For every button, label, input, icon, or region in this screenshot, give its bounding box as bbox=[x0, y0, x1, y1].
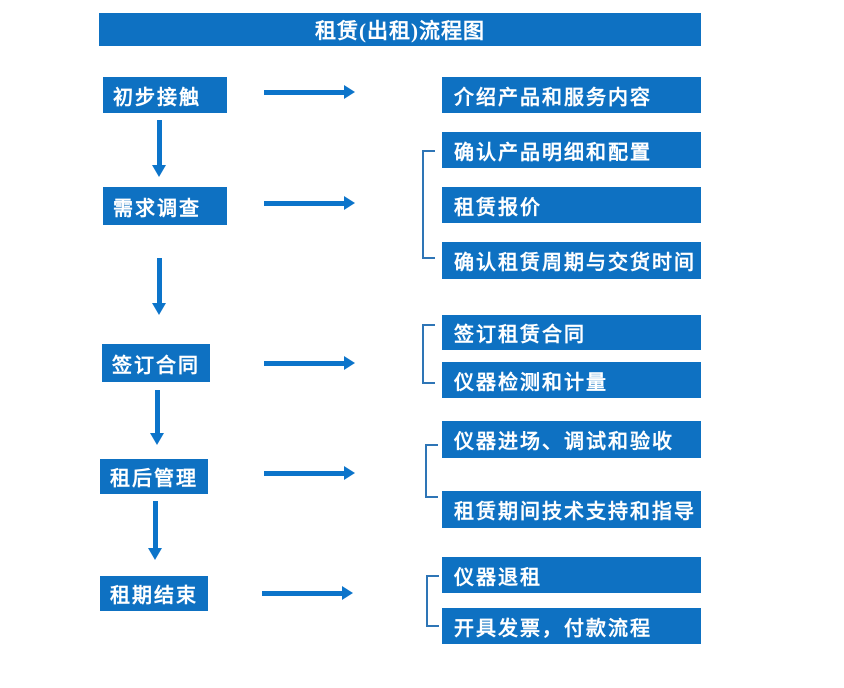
detail-box-confirm-rental-period: 确认租赁周期与交货时间 bbox=[442, 242, 701, 279]
arrow-head-icon bbox=[344, 466, 355, 480]
arrow-stem bbox=[264, 470, 344, 476]
bracket-sign-contract-group bbox=[422, 324, 435, 384]
arrow-head-icon bbox=[344, 356, 355, 370]
detail-box-instrument-setup-acceptance: 仪器进场、调试和验收 bbox=[442, 421, 701, 458]
arrow-stem bbox=[154, 390, 160, 433]
arrow-down-3 bbox=[150, 390, 164, 445]
detail-box-instrument-return: 仪器退租 bbox=[442, 557, 701, 593]
bracket-post-rental-group bbox=[425, 444, 438, 498]
detail-box-sign-rental-contract: 签订租赁合同 bbox=[442, 315, 701, 350]
arrow-stem bbox=[156, 120, 162, 165]
stage-box-post-rental-management: 租后管理 bbox=[100, 459, 208, 494]
detail-box-confirm-product-details: 确认产品明细和配置 bbox=[442, 132, 701, 168]
stage-box-rental-end: 租期结束 bbox=[100, 576, 208, 611]
arrow-head-icon bbox=[344, 85, 355, 99]
detail-box-rental-quote: 租赁报价 bbox=[442, 187, 701, 223]
arrow-stem bbox=[156, 258, 162, 303]
arrow-right-post-rental bbox=[264, 466, 355, 480]
arrow-right-sign-contract bbox=[264, 356, 355, 370]
arrow-stem bbox=[264, 360, 344, 366]
arrow-down-2 bbox=[152, 258, 166, 315]
detail-box-instrument-inspection: 仪器检测和计量 bbox=[442, 362, 701, 398]
bracket-demand-survey-group bbox=[422, 150, 435, 259]
arrow-head-icon bbox=[152, 303, 166, 315]
arrow-head-icon bbox=[342, 586, 353, 600]
arrow-right-rental-end bbox=[262, 586, 353, 600]
arrow-right-demand-survey bbox=[264, 196, 355, 210]
arrow-head-icon bbox=[152, 165, 166, 177]
arrow-stem bbox=[264, 89, 344, 95]
arrow-right-initial-contact bbox=[264, 85, 355, 99]
detail-box-tech-support: 租赁期间技术支持和指导 bbox=[442, 491, 701, 528]
arrow-head-icon bbox=[344, 196, 355, 210]
stage-box-demand-survey: 需求调查 bbox=[103, 187, 227, 225]
flowchart-title: 租赁(出租)流程图 bbox=[99, 13, 701, 46]
arrow-stem bbox=[264, 200, 344, 206]
stage-box-initial-contact: 初步接触 bbox=[103, 77, 227, 113]
arrow-stem bbox=[262, 590, 342, 596]
stage-box-sign-contract: 签订合同 bbox=[102, 344, 210, 382]
arrow-head-icon bbox=[148, 548, 162, 560]
detail-box-invoice-payment: 开具发票，付款流程 bbox=[442, 608, 701, 644]
detail-box-introduce-products: 介绍产品和服务内容 bbox=[442, 77, 701, 113]
arrow-down-1 bbox=[152, 120, 166, 177]
arrow-stem bbox=[152, 501, 158, 548]
arrow-down-4 bbox=[148, 501, 162, 560]
bracket-rental-end-group bbox=[426, 575, 439, 627]
arrow-head-icon bbox=[150, 433, 164, 445]
